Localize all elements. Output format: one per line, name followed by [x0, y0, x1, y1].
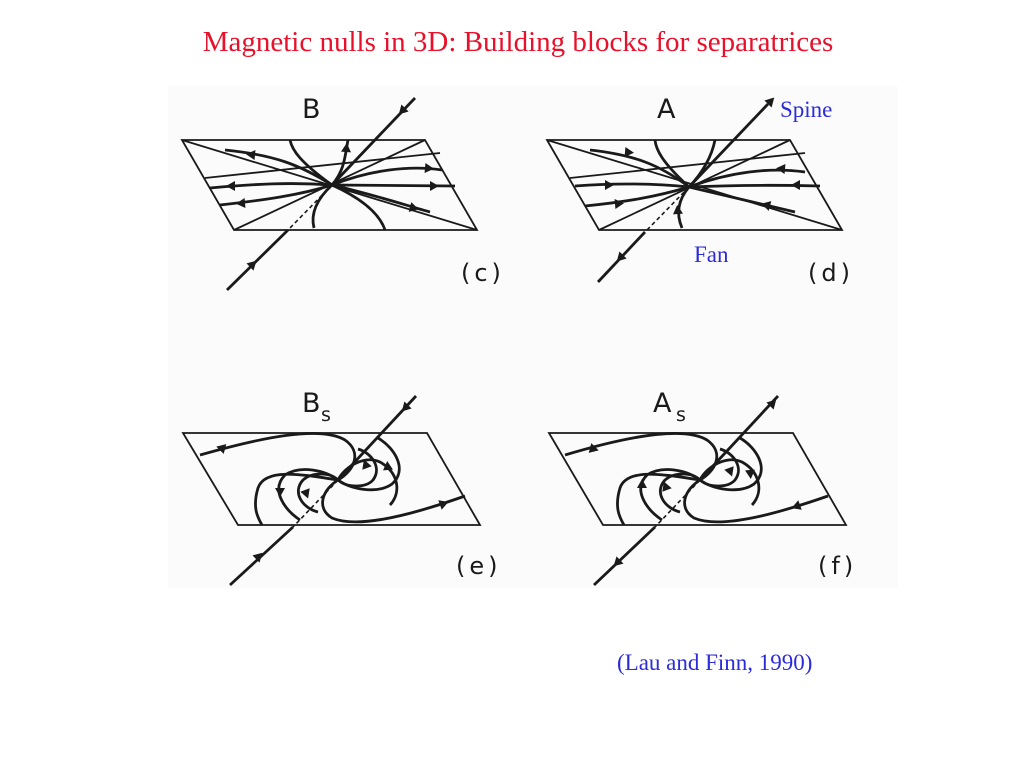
panel-e-letter: B: [302, 388, 321, 419]
spine-c-lower: [226, 229, 289, 291]
fan-line-d-2: [569, 152, 806, 179]
fan-curve-d-8: [677, 186, 691, 229]
panel-d-letter: A: [657, 94, 676, 125]
fan-curve-c-6: [331, 183, 431, 214]
spiral-f-6: [699, 447, 740, 488]
panel-f-tag: (f): [818, 552, 857, 580]
spiral-e-8: [254, 472, 339, 526]
fan-curve-d-6: [688, 185, 796, 214]
fan-curve-c-5: [331, 183, 456, 188]
fan-plane-e: [181, 432, 482, 526]
spine-f-hidden: [654, 479, 701, 528]
panel-e-subscript: s: [321, 404, 331, 426]
spine-d-upper: [687, 103, 770, 188]
fan-curve-c-8: [311, 183, 333, 229]
panel-d: A Spine Fan (d): [545, 94, 854, 287]
fan-curve-d-3: [584, 185, 690, 208]
spine-e-hidden: [292, 479, 339, 528]
spine-d-hidden: [644, 186, 690, 233]
fan-label: Fan: [694, 242, 729, 267]
spiral-f-2: [683, 478, 829, 524]
fan-curve-d-9: [653, 139, 690, 189]
spiral-e-2: [321, 478, 466, 524]
panel-f: A s (f): [547, 388, 857, 587]
spine-f-lower: [593, 525, 656, 587]
figure-background: [168, 86, 898, 588]
panel-c-tag: (c): [461, 259, 505, 287]
spine-c-hidden: [287, 184, 333, 231]
panel-f-letter: A: [653, 388, 672, 419]
panel-f-subscript: s: [676, 404, 686, 426]
panel-c-letter: B: [302, 94, 321, 125]
spine-f-upper: [698, 395, 780, 481]
slide-title: Magnetic nulls in 3D: Building blocks fo…: [202, 26, 834, 58]
fan-curve-c-3: [219, 183, 333, 207]
fan-curve-d-1: [589, 148, 690, 189]
spiral-e-6: [337, 447, 378, 488]
fan-curve-c-10: [331, 183, 387, 231]
fan-curve-d-4: [688, 168, 806, 189]
spiral-f-5: [659, 472, 701, 514]
panel-e-tag: (e): [456, 552, 502, 580]
spine-e-lower: [229, 525, 294, 587]
spine-label: Spine: [780, 97, 832, 122]
citation: (Lau and Finn, 1990): [617, 650, 813, 675]
spiral-f-8: [616, 472, 701, 526]
spiral-e-5: [297, 472, 339, 514]
fan-curve-d-5: [688, 183, 821, 189]
panel-e: B s (e): [181, 388, 502, 587]
panel-d-tag: (d): [808, 259, 854, 287]
fan-curve-c-2: [209, 182, 333, 190]
fan-curve-d-2: [574, 182, 690, 189]
panel-c: B (c): [180, 94, 505, 291]
fan-curve-c-9: [288, 139, 333, 187]
fan-line-c-2: [204, 152, 441, 179]
fan-plane-f: [547, 432, 848, 526]
